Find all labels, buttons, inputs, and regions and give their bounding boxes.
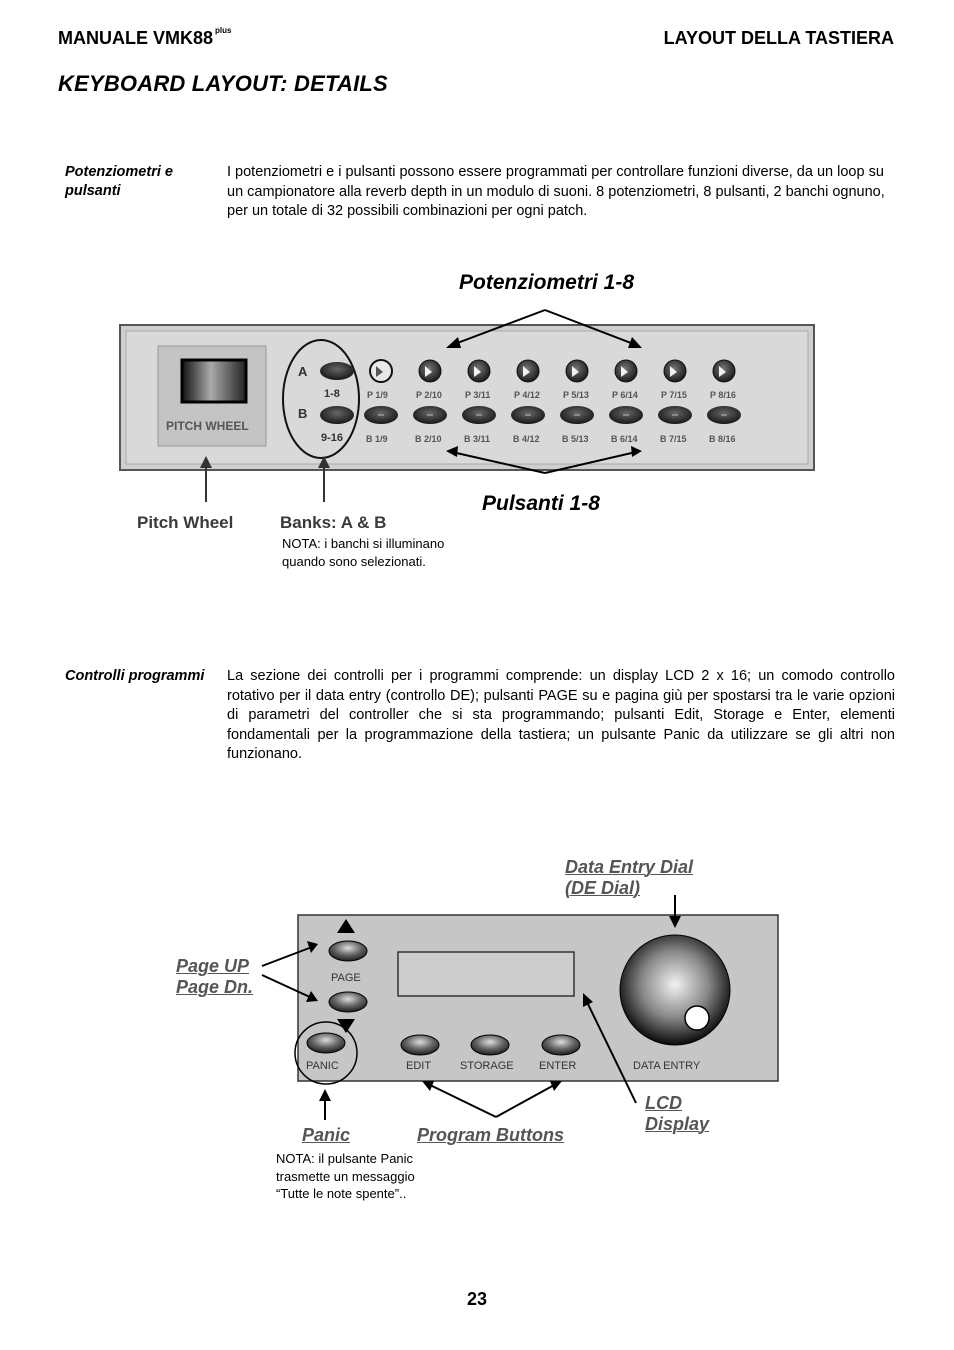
- enter-label: ENTER: [539, 1060, 576, 1072]
- callout-program-buttons: Program Buttons: [417, 1125, 565, 1145]
- dial-grip: [684, 1005, 710, 1031]
- potentiometer-indicator: [621, 366, 628, 377]
- edit-label: EDIT: [406, 1060, 431, 1072]
- panic-highlight-circle: [294, 1021, 358, 1085]
- program-controls-figure: PAGE PANIC EDIT STORAGE ENTER DATA ENTRY: [261, 895, 779, 1120]
- page-label: PAGE: [331, 972, 361, 984]
- controller-panel-figure: PITCH WHEEL A B 1-8 9-16 P 1/9 P 2/10 P 3/…: [119, 309, 815, 502]
- enter-button: [541, 1034, 581, 1056]
- callout-lcd-line2: Display: [645, 1114, 710, 1134]
- potentiometer-indicator: [523, 366, 530, 377]
- potentiometer-label: P 7/15: [661, 390, 687, 400]
- pad-button-label: B 5/13: [562, 434, 589, 444]
- potentiometer-indicator: [474, 366, 481, 377]
- page-number: 23: [466, 1289, 488, 1309]
- lcd-display: [397, 951, 575, 997]
- figure2-note: NOTA: il pulsante Panic trasmette un mes…: [276, 1151, 415, 1201]
- edit-button: [400, 1034, 440, 1056]
- manual-title: MANUALE VMK88: [58, 28, 214, 48]
- pad-button-label: B 6/14: [611, 434, 638, 444]
- potentiometer-indicator: [719, 366, 726, 377]
- section2-text: La sezione dei controlli per i programmi…: [227, 668, 895, 762]
- potentiometer-indicator: [425, 366, 432, 377]
- storage-button: [470, 1034, 510, 1056]
- pitch-wheel-panel-label: PITCH WHEEL: [166, 419, 249, 433]
- bank-b-range: 9-16: [321, 432, 343, 444]
- banks-highlight-circle: [282, 339, 360, 459]
- pad-button-label: B 1/9: [366, 434, 388, 444]
- callout-panic: Panic: [302, 1125, 351, 1145]
- potentiometer-indicator: [376, 366, 383, 377]
- data-entry-dial: [619, 934, 731, 1046]
- potentiometer-label: P 5/13: [563, 390, 589, 400]
- potentiometer-label: P 4/12: [514, 390, 540, 400]
- potentiometer-indicator: [572, 366, 579, 377]
- panic-label: PANIC: [306, 1060, 339, 1072]
- manual-title-sup: plus: [215, 26, 232, 35]
- callout-banks: Banks: A & B: [280, 513, 387, 532]
- section1-text: I potenziometri e i pulsanti possono ess…: [227, 164, 885, 219]
- pad-button-label: B 2/10: [415, 434, 442, 444]
- panic-button: [306, 1032, 346, 1054]
- pad-button-label: B 4/12: [513, 434, 540, 444]
- callout-page-line2: Page Dn.: [176, 977, 254, 997]
- page-down-button: [328, 991, 368, 1013]
- header-right: LAYOUT DELLA TASTIERA: [663, 28, 894, 48]
- callout-page: Page UP Page Dn.: [176, 956, 253, 998]
- callout-lcd: LCD Display: [645, 1093, 709, 1135]
- callout-pitch-wheel: Pitch Wheel: [137, 513, 234, 532]
- page-down-triangle: [337, 1019, 355, 1033]
- pitch-wheel: [180, 358, 248, 404]
- data-entry-label: DATA ENTRY: [633, 1060, 701, 1072]
- potentiometer-label: P 8/16: [710, 390, 736, 400]
- potentiometer-label: P 6/14: [612, 390, 638, 400]
- bank-a-button: [320, 362, 354, 380]
- bank-b-letter: B: [298, 406, 307, 421]
- button-row: B 1/9 B 2/10 B 3/11 B 4/12 B 5/13 B 6/14 B 7/1…: [364, 406, 741, 444]
- pad-button-label: B 7/15: [660, 434, 687, 444]
- figure1-note: NOTA: i banchi si illuminano quando sono…: [282, 536, 445, 569]
- bank-a-letter: A: [298, 364, 308, 379]
- callout-page-line1: Page UP: [176, 956, 250, 976]
- potentiometer-label: P 3/11: [465, 390, 490, 400]
- pad-button-label: B 3/11: [464, 434, 490, 444]
- section1-side-label: Potenziometri e pulsanti: [65, 164, 173, 199]
- pad-button-label: B 8/16: [709, 434, 736, 444]
- callout-de-dial: Data Entry Dial (DE Dial): [565, 857, 693, 899]
- page-title: KEYBOARD LAYOUT: DETAILS: [58, 71, 388, 96]
- page-up-button: [328, 940, 368, 962]
- potentiometer-label: P 2/10: [416, 390, 442, 400]
- caption-potentiometers: Potenziometri 1-8: [459, 271, 635, 294]
- page-up-triangle: [337, 919, 355, 933]
- potentiometer-row: P 1/9 P 2/10 P 3/11 P 4/12 P 5/13 P 6/14 P 7/1…: [367, 359, 736, 400]
- caption-buttons: Pulsanti 1-8: [482, 492, 600, 515]
- bank-a-range: 1-8: [324, 388, 340, 400]
- potentiometer-label: P 1/9: [367, 390, 388, 400]
- potentiometer-indicator: [670, 366, 677, 377]
- bank-b-button: [320, 406, 354, 424]
- callout-lcd-line1: LCD: [645, 1093, 682, 1113]
- callout-de-dial-line1: Data Entry Dial: [565, 857, 694, 877]
- storage-label: STORAGE: [460, 1060, 514, 1072]
- callout-de-dial-line2: (DE Dial): [565, 878, 641, 898]
- section2-side-label: Controlli programmi: [65, 668, 205, 684]
